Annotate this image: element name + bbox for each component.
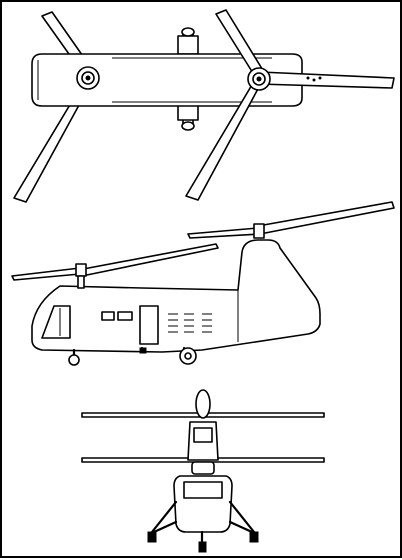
- side-view-front-rotor: [11, 243, 219, 289]
- side-view-main-gear: [139, 346, 197, 365]
- front-view: [81, 389, 325, 553]
- side-view-cockpit-window: [41, 305, 71, 339]
- top-view-front-rotor-hub: [76, 66, 100, 90]
- side-view-nose-gear: [68, 348, 80, 366]
- top-view: [13, 9, 395, 203]
- top-view-rear-rotor-hub: [247, 67, 271, 91]
- front-view-landing-gear: [147, 500, 259, 553]
- side-view-window-1: [101, 311, 115, 321]
- side-view-door: [139, 305, 159, 345]
- side-view: [11, 201, 395, 366]
- top-view-rear-rotor-blades: [185, 9, 395, 201]
- side-view-rear-rotor: [187, 201, 395, 239]
- front-view-windscreen: [183, 481, 223, 499]
- front-view-rear-rotor: [81, 389, 325, 419]
- top-view-fuselage: [31, 53, 303, 107]
- side-view-window-2: [117, 311, 133, 321]
- side-view-fuselage: [31, 239, 321, 353]
- side-view-vents: [168, 313, 212, 333]
